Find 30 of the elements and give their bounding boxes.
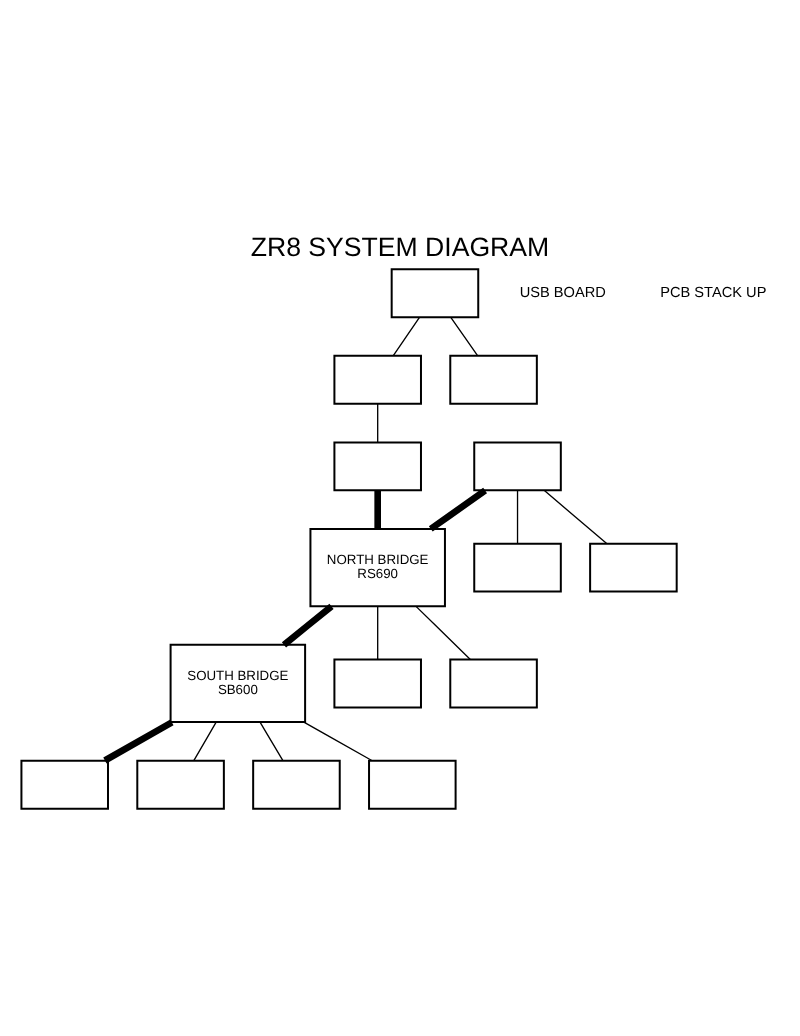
diagram-title: ZR8 SYSTEM DIAGRAM bbox=[250, 230, 550, 261]
node-box bbox=[449, 353, 538, 404]
node-box bbox=[333, 657, 422, 708]
node-box bbox=[473, 440, 562, 491]
label: USB BOARD bbox=[519, 281, 606, 300]
node-box bbox=[20, 758, 109, 809]
connector bbox=[103, 718, 174, 763]
connector bbox=[193, 720, 217, 761]
connector bbox=[281, 602, 334, 647]
connector bbox=[303, 720, 373, 761]
node-box bbox=[589, 541, 678, 592]
label: PCB STACK UP bbox=[660, 281, 767, 300]
node-box bbox=[136, 758, 225, 809]
connector bbox=[516, 488, 519, 544]
connector bbox=[543, 488, 608, 544]
connector bbox=[450, 315, 479, 356]
node-box bbox=[333, 353, 422, 404]
connector bbox=[415, 604, 471, 660]
node-box bbox=[252, 758, 341, 809]
connector bbox=[392, 315, 420, 356]
connector bbox=[259, 720, 284, 761]
node-box bbox=[473, 541, 562, 592]
node-box bbox=[333, 440, 422, 491]
node-box bbox=[390, 267, 480, 318]
node-box bbox=[368, 758, 457, 809]
connector bbox=[377, 604, 379, 660]
connector bbox=[377, 402, 379, 442]
connector bbox=[428, 486, 487, 531]
connector bbox=[374, 489, 381, 528]
node-box bbox=[449, 657, 538, 708]
